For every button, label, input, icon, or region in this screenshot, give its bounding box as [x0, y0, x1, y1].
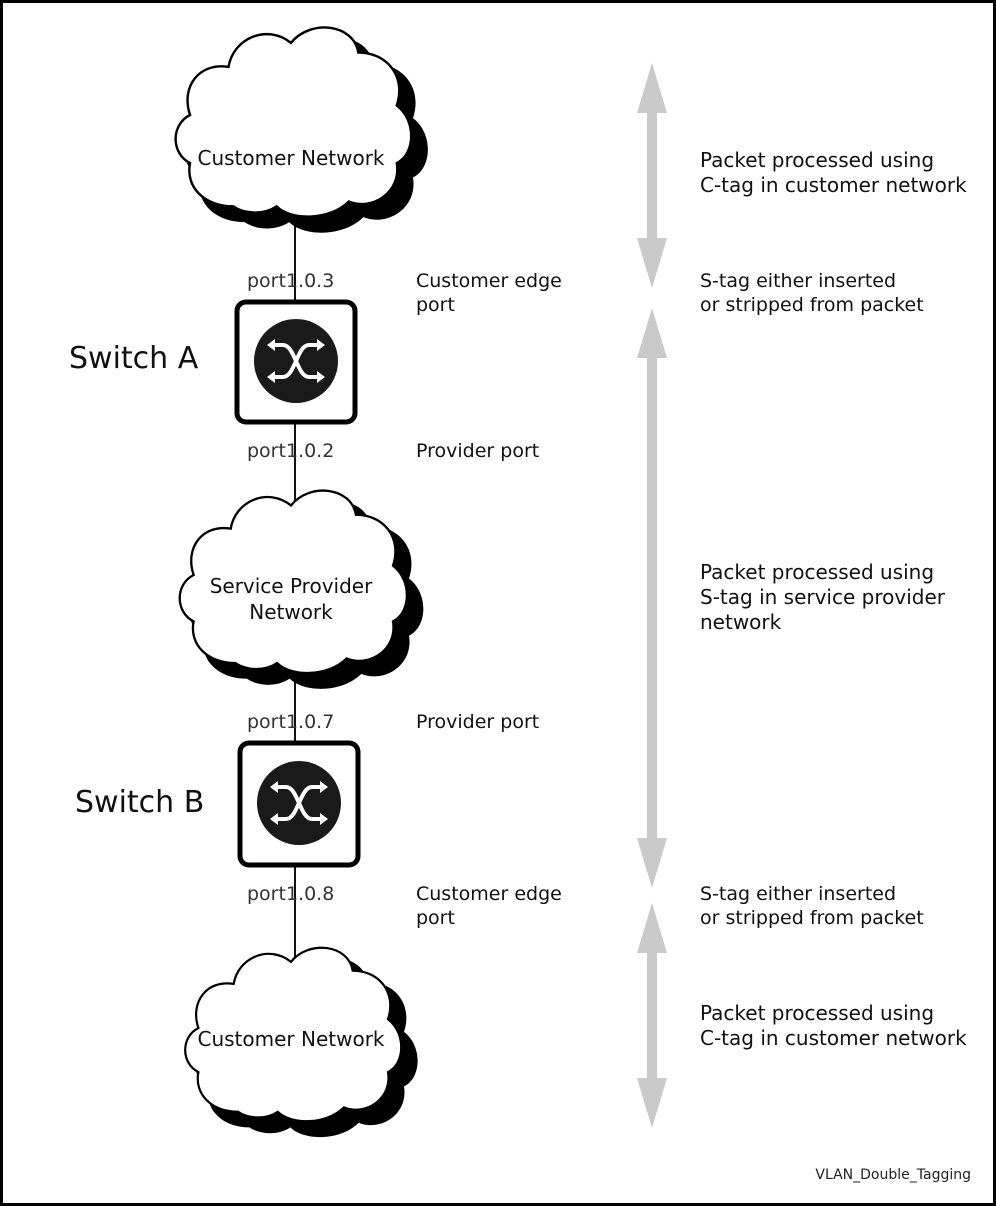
annotation-stag-top: S-tag either inserted or stripped from p… — [700, 270, 924, 316]
port-label: port1.0.3 — [247, 270, 335, 292]
figure-id: VLAN_Double_Tagging — [815, 1167, 971, 1183]
port-role-label: Customer edge port — [416, 270, 562, 316]
port-role-label: Customer edge port — [416, 883, 562, 929]
port-role-label: Provider port — [416, 440, 540, 462]
process-arrows — [637, 63, 667, 1128]
diagram-graphics — [174, 26, 667, 1138]
switch-a — [234, 299, 358, 425]
port-label: port1.0.7 — [247, 711, 335, 733]
switch-b-label: Switch B — [75, 785, 205, 820]
annotation-provider: Packet processed using S-tag in service … — [700, 560, 945, 634]
top-customer-cloud — [174, 26, 428, 233]
switch-b — [237, 740, 361, 868]
port-label: port1.0.8 — [247, 883, 335, 905]
port-label: port1.0.2 — [247, 440, 335, 462]
annotation-stag-bottom: S-tag either inserted or stripped from p… — [700, 883, 924, 929]
port-role-label: Provider port — [416, 711, 540, 733]
switch-a-label: Switch A — [69, 341, 199, 376]
top-cloud-label: Customer Network — [197, 146, 385, 170]
bottom-cloud-label: Customer Network — [197, 1027, 385, 1051]
annotation-bottom-customer: Packet processed using C-tag in customer… — [700, 1001, 967, 1050]
middle-cloud-label: Service Provider Network — [209, 574, 373, 624]
annotation-top-customer: Packet processed using C-tag in customer… — [700, 148, 967, 197]
